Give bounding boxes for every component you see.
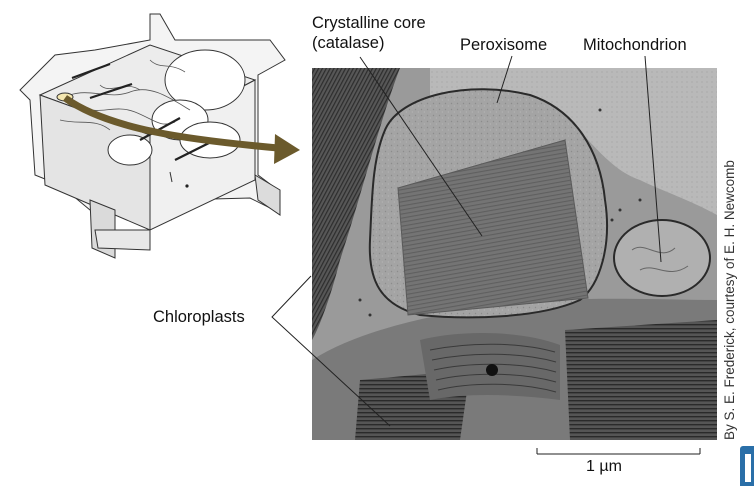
leader-lines (271, 55, 662, 427)
image-credit: By S. E. Frederick, courtesy of E. H. Ne… (722, 160, 737, 440)
electron-micrograph (312, 68, 717, 440)
scale-label: 1 µm (586, 458, 622, 475)
scale-bar (536, 448, 701, 455)
label-catalase: (catalase) (312, 34, 385, 52)
label-crystalline-core: Crystalline core (312, 14, 426, 32)
publisher-logo-icon (740, 446, 754, 486)
label-peroxisome: Peroxisome (460, 36, 548, 54)
label-mitochondrion: Mitochondrion (583, 36, 687, 54)
label-chloroplasts: Chloroplasts (153, 308, 245, 326)
curved-arrow-icon (62, 95, 300, 164)
plant-cell-drawing (19, 13, 286, 259)
